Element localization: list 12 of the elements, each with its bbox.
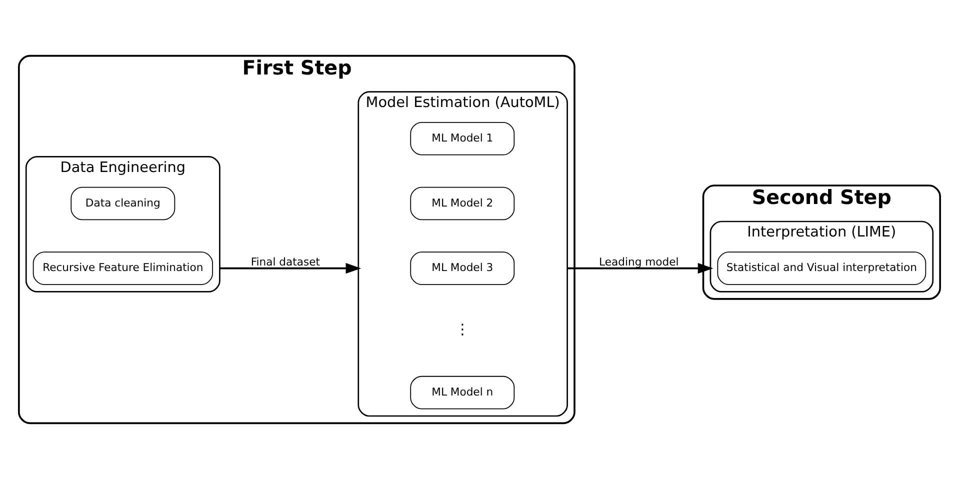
node-box: ML Model 1 bbox=[410, 122, 515, 156]
node-box: Statistical and Visual interpretation bbox=[717, 252, 926, 285]
arrow bbox=[220, 262, 362, 274]
node-box: Recursive Feature Elimination bbox=[32, 252, 213, 285]
arrow bbox=[567, 262, 714, 274]
node-box: Data cleaning bbox=[70, 186, 176, 220]
node-box: ML Model 3 bbox=[410, 252, 515, 285]
edge-label: Final dataset bbox=[250, 255, 320, 268]
node-box: ML Model 2 bbox=[410, 186, 515, 220]
label: ⋮ bbox=[455, 322, 470, 338]
node-box: ML Model n bbox=[410, 376, 515, 410]
edge-label: Leading model bbox=[599, 255, 679, 268]
